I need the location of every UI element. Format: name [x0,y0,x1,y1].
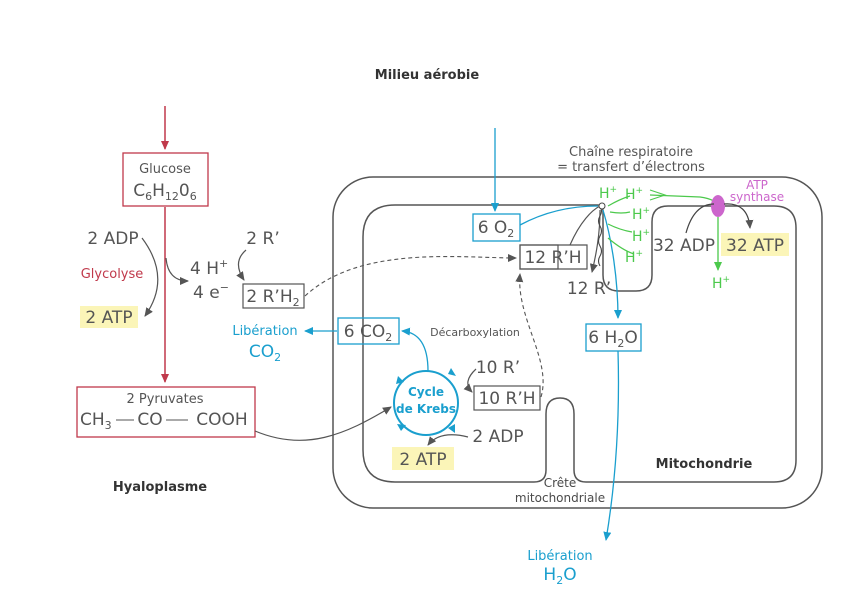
krebs-adp: 2 ADP [472,427,523,447]
label-crete-line2: mitochondriale [515,491,605,505]
mitochondria-outer-membrane [332,176,823,509]
glycolysis-h-plus: 4 H+ [190,257,228,279]
glycolysis-adp-to-atp-arrow [141,237,159,317]
glycolysis-e-minus: 4 e− [193,281,229,303]
o2-formula: 6 O2 [478,218,515,240]
proton-3: H+ [632,206,650,223]
o2-to-chain-arrow [519,205,599,226]
chain-to-h2o-arrow [602,209,622,319]
pyruvate-box [76,386,256,438]
proton-5: H+ [625,249,643,266]
proton-flow-branch [649,189,667,201]
proton-pump-arrow-3 [607,223,633,233]
krebs-label-line1: Cycle [408,385,444,399]
krebs-label-line2: de Krebs [396,402,456,416]
krebs-atp-highlight [392,447,454,470]
proton-flow-to-synthase [649,194,715,202]
pyruvate-label: 2 Pyruvates [126,392,203,407]
krebs-rh-to-chain-dashed-arrow [515,273,544,398]
proton-pump-arrow-1 [607,195,631,207]
h2o-box [585,323,642,352]
label-mitochondrie: Mitochondrie [656,457,753,472]
synthase-to-atp-arrow [723,203,754,229]
proton-out: H+ [712,275,730,292]
krebs-cycle-arrowhead-top [448,368,456,376]
glycolyse-label: Glycolyse [81,267,144,282]
pyruvate-formula-ch3: CH3 [80,410,112,432]
krebs-rh-box [473,385,541,411]
electron-transport-wave [597,205,603,267]
liberation-h2o-formula: H2O [543,565,576,587]
o2-box [472,213,521,242]
krebs-co2: 6 CO2 [344,322,392,344]
glycolysis-atp: 2 ATP [85,308,132,328]
glycolysis-r-to-rh2-arrow [236,249,247,281]
rh-to-chain-arrow [569,205,601,246]
krebs-adp-to-atp-arrow [427,434,469,446]
label-crete-line1: Crête [544,476,577,490]
liberation-h2o-label: Libération [527,549,592,564]
glycolysis-h-branch-arrow [165,257,189,285]
atp-synthase [711,195,725,217]
electron-transport-node [598,202,606,210]
krebs-co2-box [337,317,400,345]
krebs-rh: 10 R’H [478,389,535,409]
proton-1: H+ [599,185,617,202]
glycolysis-rh2: 2 R’H2 [246,287,299,309]
glucose-box [122,152,209,207]
krebs-to-co2-arrow [401,327,429,372]
krebs-r-to-rh-arrow [463,368,477,393]
h2o-formula: 6 H2O [588,328,637,350]
proton-4: H+ [632,228,650,245]
krebs-r-prime: 10 R’ [476,358,520,378]
mitochondria-inner-membrane [362,204,797,483]
chain-rh-box-outline [519,244,588,270]
atp-synthase-label-line2: synthase [730,190,784,204]
label-hyaloplasme: Hyaloplasme [113,480,207,495]
adp-to-synthase-arrow [685,203,715,234]
glycolysis-r-prime: 2 R’ [246,229,279,249]
chain-atp: 32 ATP [726,236,784,256]
pyruvate-to-krebs-arrow [254,406,392,441]
pyruvate-formula-co: CO [137,410,162,430]
liberation-co2-formula: CO2 [249,342,281,364]
krebs-cycle-arrowhead-right [448,424,455,433]
krebs-cycle-circle [393,370,459,436]
glycolysis-adp: 2 ADP [87,229,138,249]
chain-rh: 12 R’H [524,248,581,268]
krebs-cycle-arrowhead-left [396,376,404,384]
h2o-release-arrow [603,350,620,541]
rh2-to-chain-dashed-arrow [304,253,517,297]
chain-title-line1: Chaîne respiratoire [569,145,693,160]
glycolysis-atp-highlight [80,306,138,328]
decarboxylation-label: Décarboxylation [430,326,520,339]
proton-2: H+ [625,186,643,203]
chain-atp-highlight [721,233,789,256]
glucose-label: Glucose [139,162,191,177]
krebs-cycle-arrowhead-bottom [397,424,406,431]
proton-pump-arrow-4 [607,237,635,255]
pyruvate-formula-cooh: COOH [196,410,247,430]
glucose-formula: C6H1206 [133,181,197,203]
chain-r-prime: 12 R’ [567,279,611,299]
title-milieu-aerobie: Milieu aérobie [375,68,480,83]
liberation-co2-label: Libération [232,324,297,339]
proton-pump-arrow-2 [609,211,631,214]
chain-title-line2: = transfert d’électrons [557,160,705,175]
chain-adp: 32 ADP [653,236,715,256]
glycolysis-rh2-box [242,283,305,309]
atp-synthase-label-line1: ATP [746,178,768,192]
krebs-atp: 2 ATP [399,450,446,470]
